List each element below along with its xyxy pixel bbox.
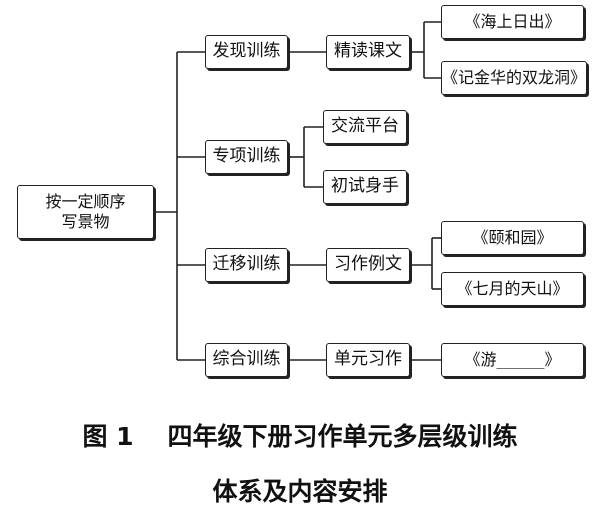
figure-caption-title: 四年级下册习作单元多层级训练: [167, 422, 518, 451]
connector-lines: [154, 21, 441, 361]
leaf-node-sunrise-at-sea: 《海上日出》: [441, 5, 584, 39]
mid-node-example-essays: 习作例文: [326, 248, 410, 282]
root-node: 按一定顺序 写景物: [17, 185, 154, 239]
figure-caption-line-2: 体系及内容安排: [212, 477, 388, 506]
branch-node-discovery-training: 发现训练: [205, 35, 288, 69]
figure-caption-line-1: 图 1 四年级下册习作单元多层级训练: [0, 417, 600, 453]
root-node-line-2: 写景物: [61, 212, 110, 231]
leaf-node-tianshan-in-july: 《七月的天山》: [441, 272, 584, 306]
mid-node-intensive-reading: 精读课文: [326, 35, 410, 69]
root-node-line-1: 按一定顺序: [45, 192, 126, 211]
branch-node-special-training: 专项训练: [205, 140, 288, 174]
mid-node-first-try: 初试身手: [323, 170, 407, 204]
leaf-node-double-dragon-cave: 《记金华的双龙洞》: [441, 61, 587, 95]
branch-node-comprehensive-training: 综合训练: [205, 343, 288, 377]
branch-node-transfer-training: 迁移训练: [205, 248, 288, 282]
leaf-node-summer-palace: 《颐和园》: [441, 221, 584, 255]
mid-node-unit-writing: 单元习作: [326, 343, 410, 377]
figure-number: 图 1: [82, 422, 134, 451]
mid-node-exchange-platform: 交流平台: [323, 110, 407, 144]
leaf-node-travel-blank: 《游______》: [441, 343, 584, 377]
